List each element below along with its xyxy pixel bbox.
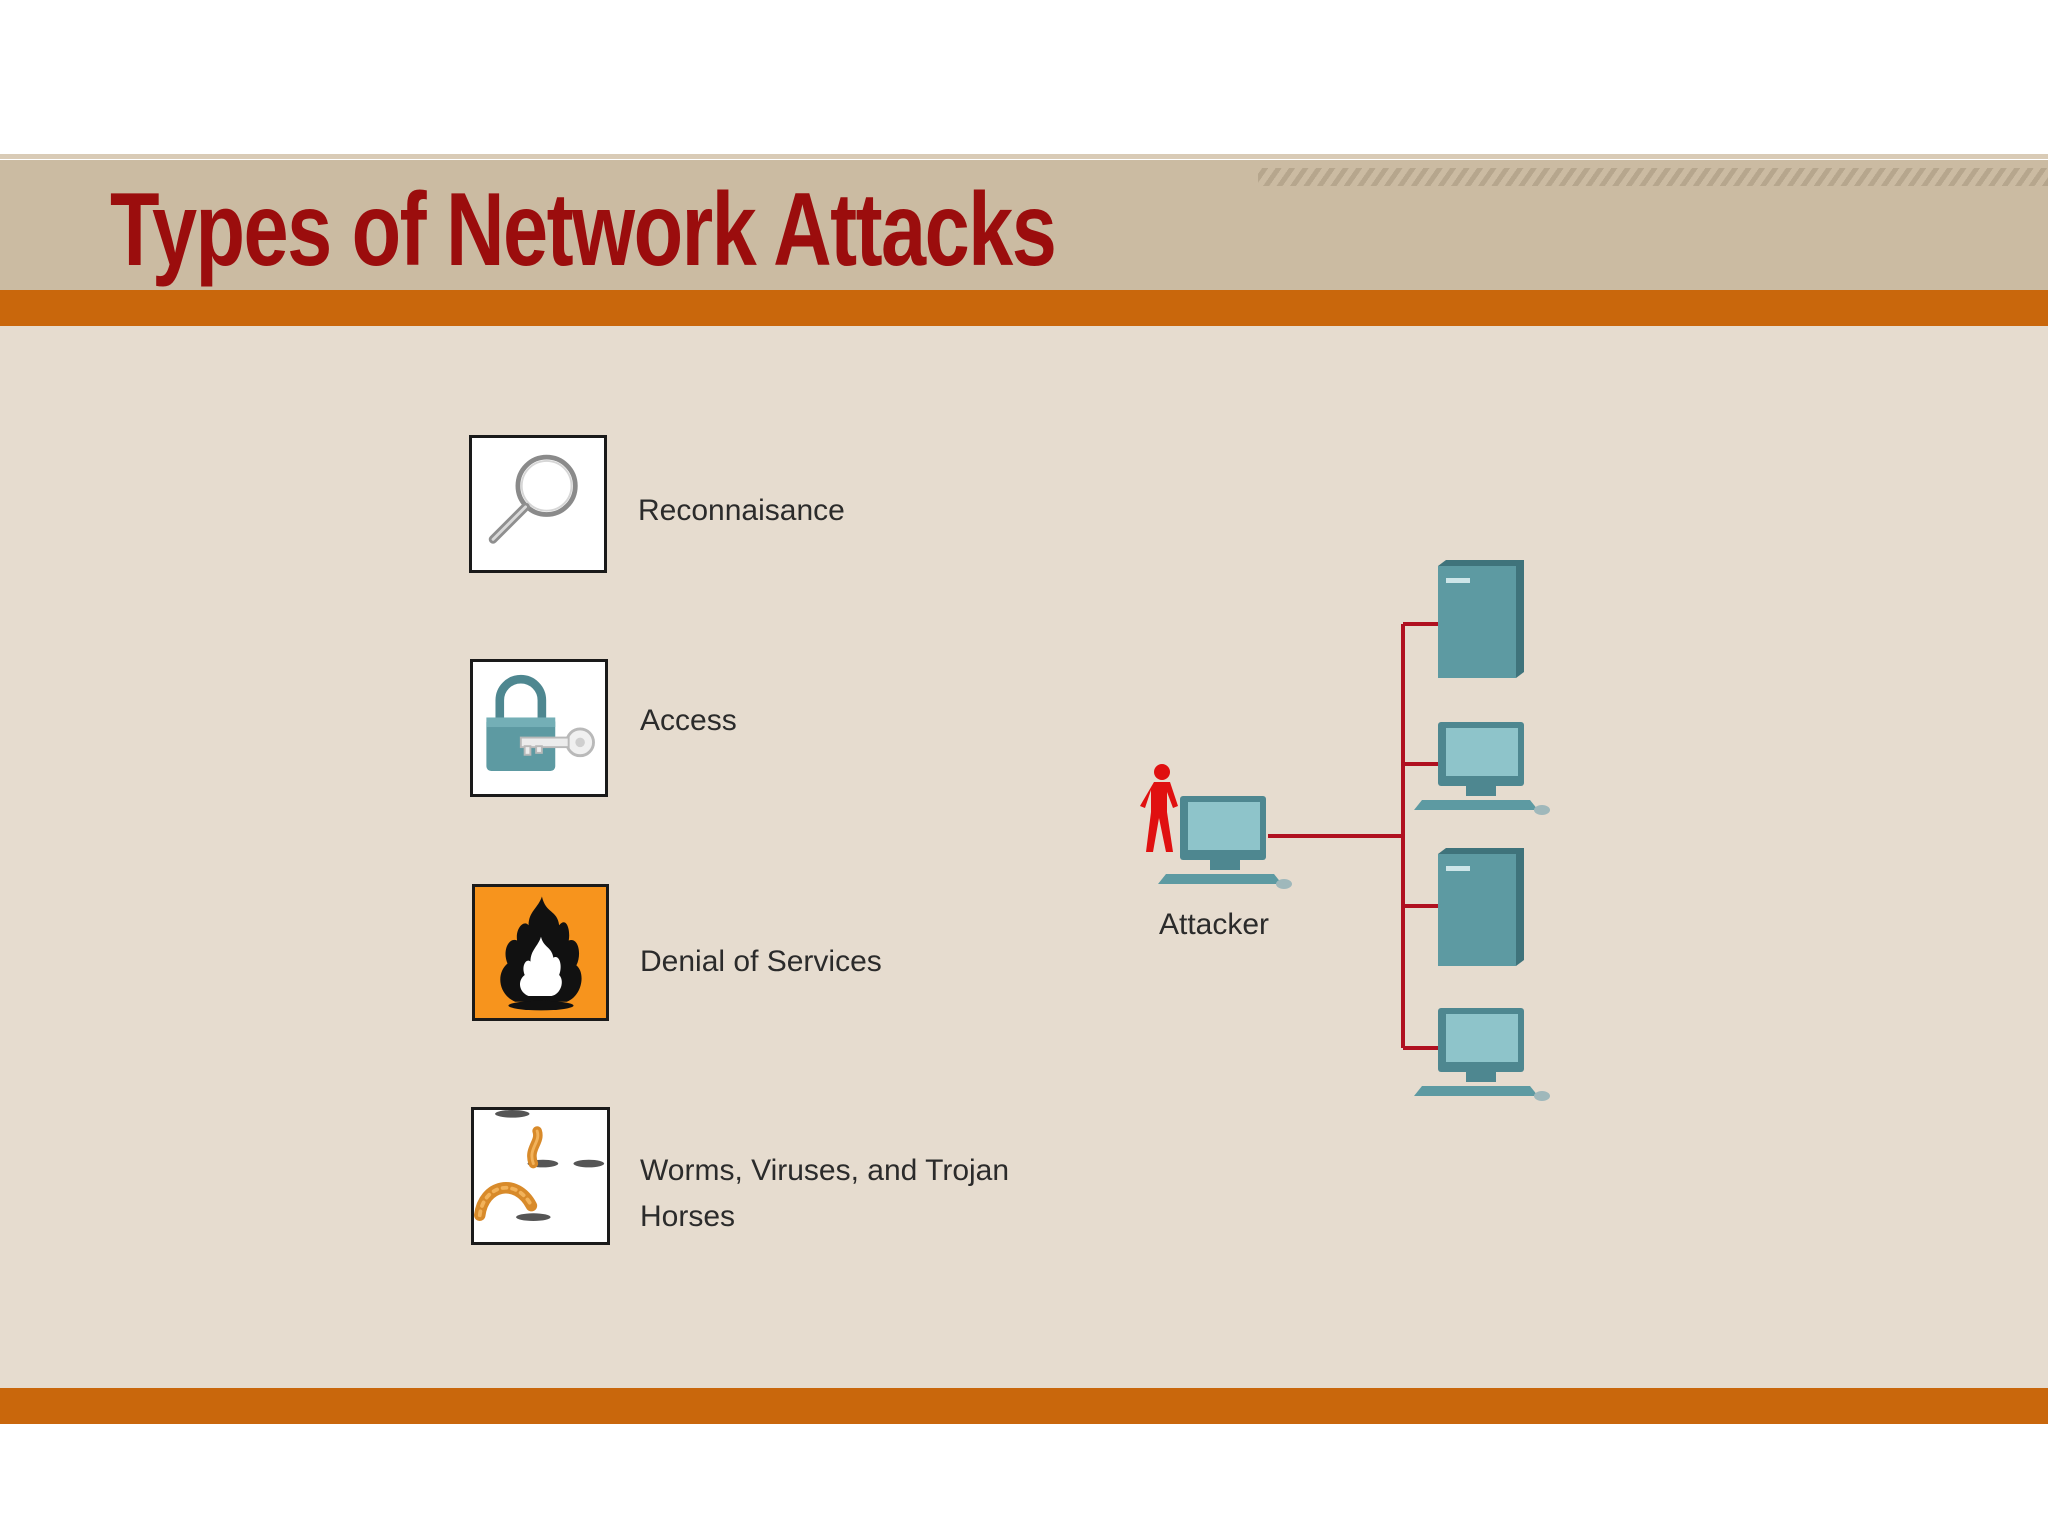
network-attack-diagram [1140,560,1550,1101]
flame-icon [472,884,609,1021]
network-links [1268,622,1438,1050]
attack-type-label: Worms, Viruses, and Trojan Horses [640,1154,1010,1233]
server-icon [1438,848,1524,966]
worm-icon [471,1107,610,1245]
header-hatch-decoration [1258,168,2048,186]
attack-type-label: Reconnaisance [638,494,845,527]
slide-title: Types of Network Attacks [110,172,1057,288]
attacker-person-icon [1140,764,1178,852]
workstation-icon [1414,722,1550,815]
top-rule [0,154,2048,159]
magnifier-icon [469,435,607,573]
orange-band-bottom [0,1388,2048,1424]
attacker-label: Attacker [1158,908,1270,941]
padlock-key-icon [470,659,608,797]
attacker-computer-icon [1158,796,1292,889]
server-icon [1438,560,1524,678]
orange-band-top [0,290,2048,326]
attack-type-label: Denial of Services [640,945,882,978]
content-area [0,326,2048,1388]
workstation-icon [1414,1008,1550,1101]
attack-type-label: Access [640,704,737,737]
